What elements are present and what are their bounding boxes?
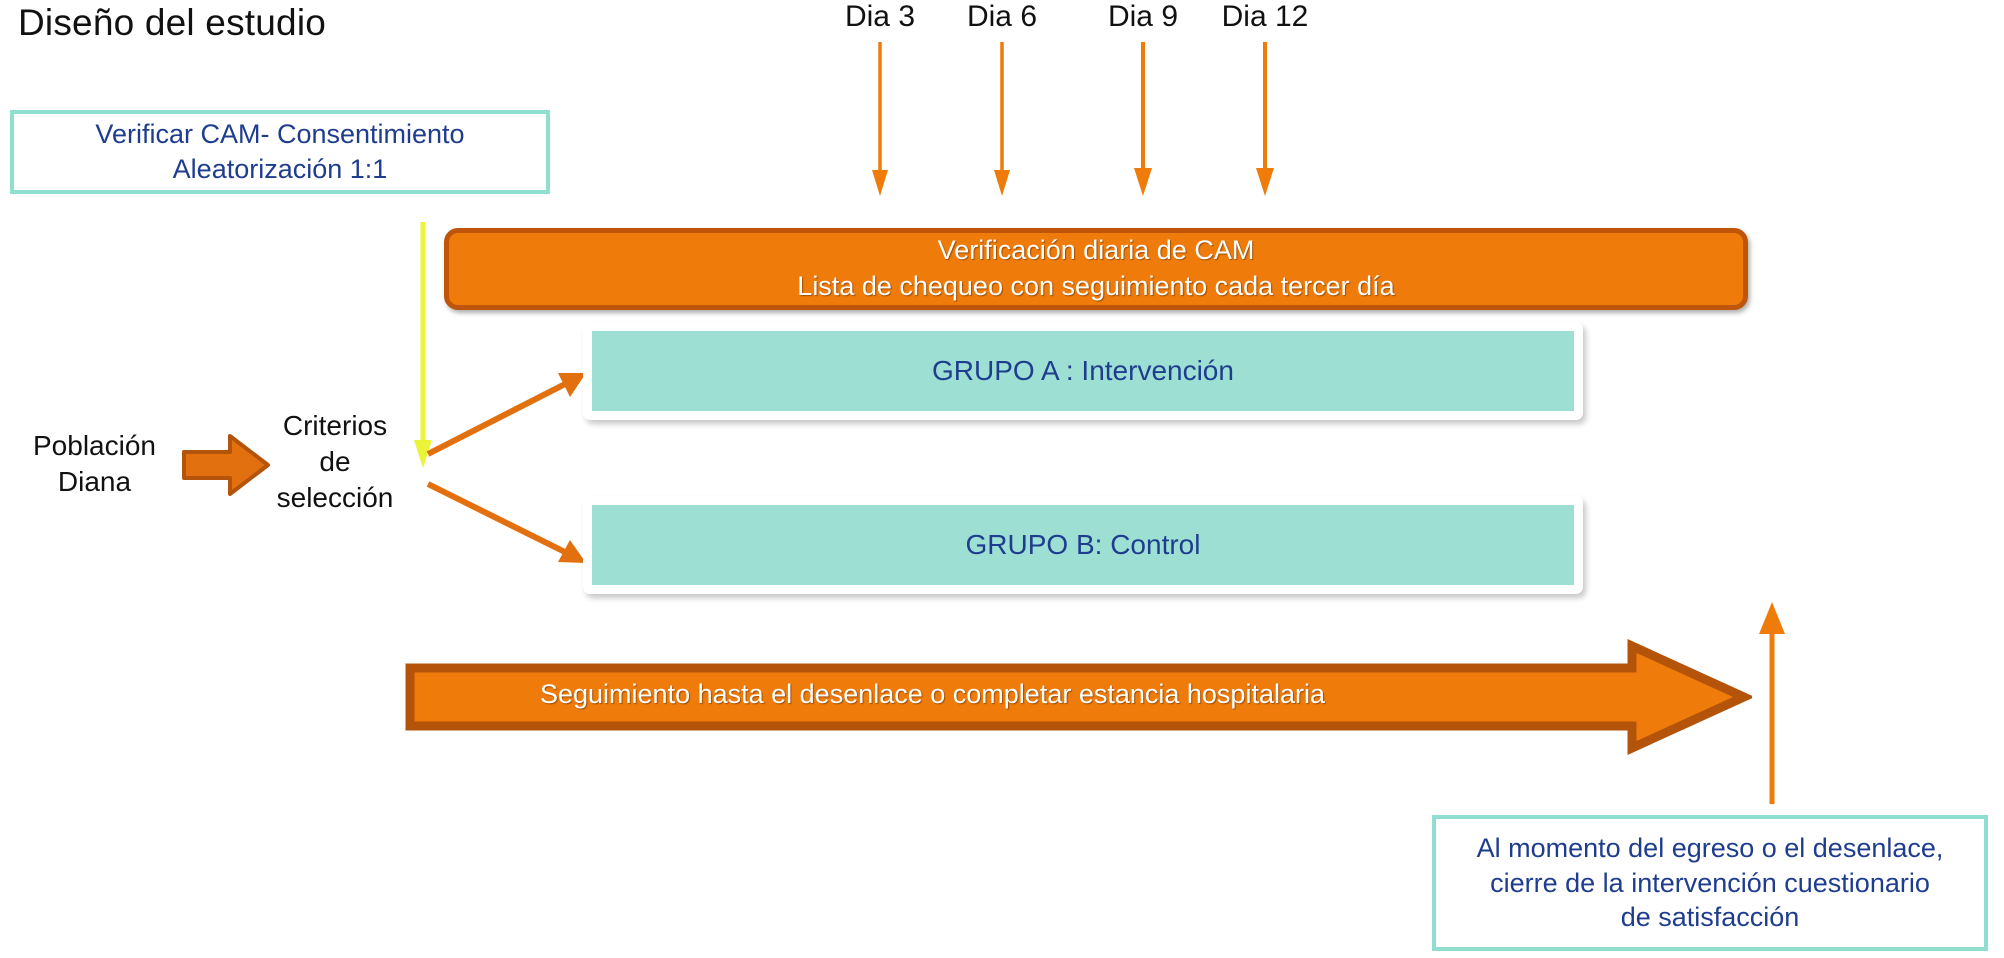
day-label-9: Dia 9: [1107, 0, 1179, 33]
closure-line-1: Al momento del egreso o el desenlace,: [1476, 833, 1944, 864]
daily-cam-verification-banner: Verificación diaria de CAM Lista de cheq…: [444, 228, 1748, 310]
closure-line-3: de satisfacción: [1620, 902, 1800, 933]
closure-line-2: cierre de la intervención cuestionario: [1490, 867, 1930, 898]
group-b-label: GRUPO B: Control: [592, 505, 1574, 585]
consent-randomization-box: Verificar CAM- Consentimiento Aleatoriza…: [10, 110, 550, 194]
group-a-box: GRUPO A : Intervención: [583, 322, 1583, 420]
consent-line-2: Aleatorización 1:1: [172, 154, 388, 184]
day-12-down-arrow-icon: [1256, 42, 1274, 196]
criteria-line-3: selección: [276, 481, 394, 513]
arrow-to-group-a-icon: [426, 373, 586, 457]
population-line-2: Diana: [57, 466, 132, 498]
closure-up-arrow-icon: [1759, 602, 1785, 804]
day-9-down-arrow-icon: [1134, 42, 1152, 196]
selection-criteria-label: Criterios de selección: [260, 408, 410, 515]
day-label-6: Dia 6: [966, 0, 1038, 33]
criteria-line-1: Criterios: [282, 410, 388, 441]
target-population-label: Población Diana: [22, 428, 167, 501]
randomization-down-arrow-icon: [414, 222, 432, 468]
criteria-line-2: de: [319, 445, 351, 477]
page-title: Diseño del estudio: [18, 2, 327, 43]
population-line-1: Población: [33, 430, 156, 461]
closure-satisfaction-box: Al momento del egreso o el desenlace, ci…: [1432, 815, 1988, 951]
daily-check-line-1: Verificación diaria de CAM: [937, 235, 1255, 266]
day-label-3: Dia 3: [844, 0, 916, 33]
group-allocation-arrows: [426, 373, 586, 563]
daily-check-line-2: Lista de chequeo con seguimiento cada te…: [797, 271, 1395, 301]
day-3-down-arrow-icon: [872, 42, 888, 196]
group-b-box: GRUPO B: Control: [583, 496, 1583, 594]
group-a-label: GRUPO A : Intervención: [592, 331, 1574, 411]
day-6-down-arrow-icon: [994, 42, 1010, 196]
day-label-12: Dia 12: [1221, 0, 1309, 33]
followup-block-arrow: [405, 639, 1752, 755]
consent-line-1: Verificar CAM- Consentimiento: [95, 119, 465, 150]
population-to-criteria-arrow-icon: [182, 434, 270, 496]
arrow-to-group-b-icon: [426, 481, 586, 563]
